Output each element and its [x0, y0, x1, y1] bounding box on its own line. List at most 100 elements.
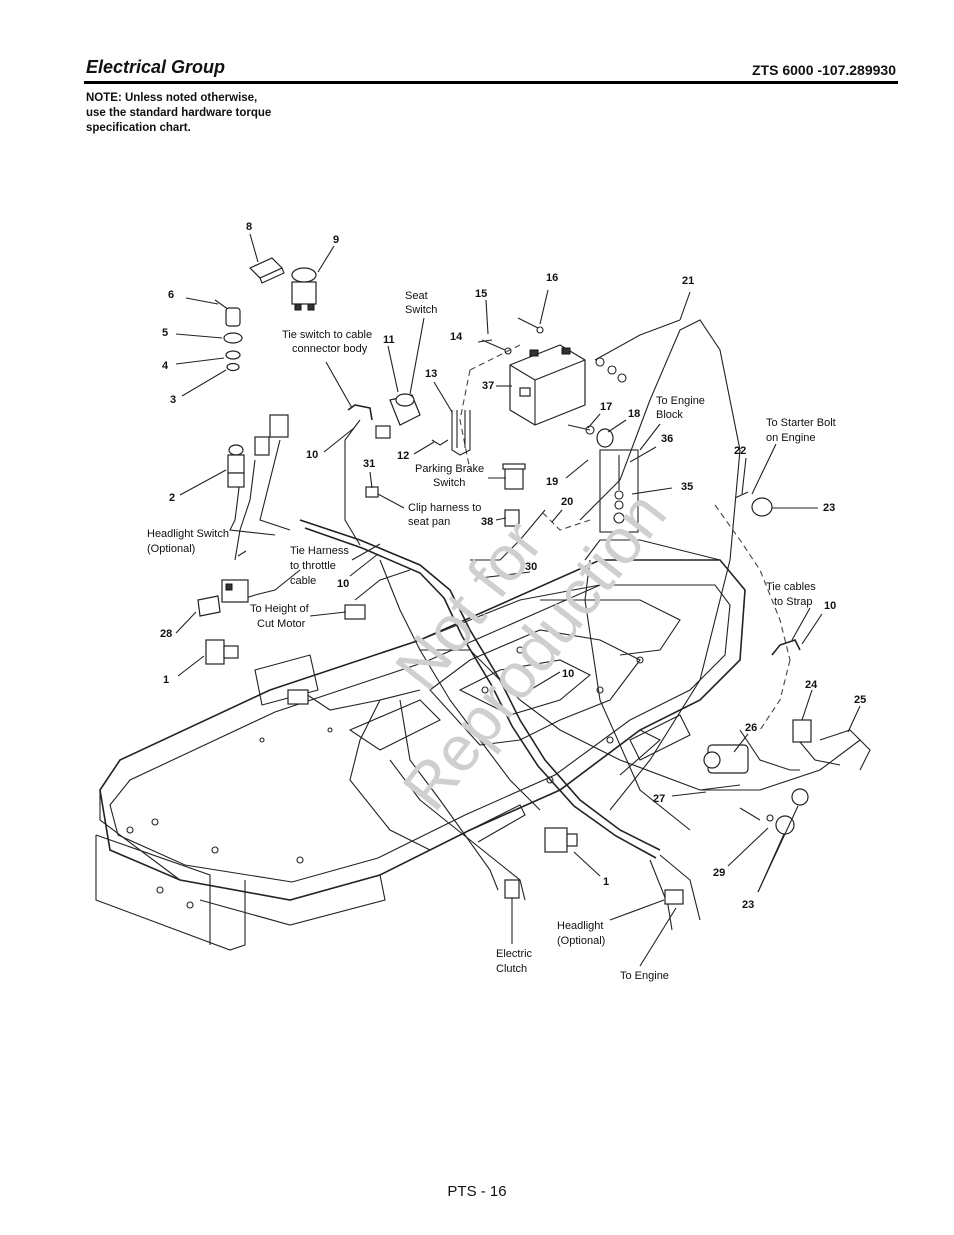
label-tie-harness: Tie Harness: [290, 545, 349, 557]
callout: 19: [546, 476, 558, 488]
fuse-holder-24-25: [792, 719, 841, 766]
parking-brake-switch: [502, 463, 526, 490]
wire-harness: [229, 319, 871, 931]
callout: 25: [854, 694, 866, 706]
label-starter-bolt: on Engine: [766, 432, 816, 444]
label-tie-switch: connector body: [292, 343, 368, 355]
strap-10c: [771, 639, 801, 656]
text-labels: Seat Switch Tie switch to cable connecto…: [147, 290, 836, 982]
page-number: PTS - 16: [447, 1183, 507, 1200]
solenoid-26: [703, 744, 749, 774]
callout: 27: [653, 793, 665, 805]
label-headlight: Headlight: [557, 920, 603, 932]
callout: 18: [628, 408, 640, 420]
callout: 29: [713, 867, 725, 879]
callout: 28: [160, 628, 172, 640]
callout: 23: [823, 502, 835, 514]
spring-12: [431, 439, 449, 446]
callout: 20: [561, 496, 573, 508]
callout: 2: [169, 492, 175, 504]
callout: 10: [824, 600, 836, 612]
headlight-1b: [544, 827, 578, 853]
callout: 10: [562, 668, 574, 680]
callout-numbers: 8 9 6 5 4 3 2 28 1 11 13 10 12 31 38 14 …: [160, 221, 866, 911]
ignition-key-6: [214, 299, 241, 327]
callout: 16: [546, 272, 558, 284]
label-engine-block: Block: [656, 409, 683, 421]
watermark: Not for Reproduction: [381, 479, 680, 823]
headlight-switch: [221, 579, 249, 603]
page-title: Electrical Group: [86, 57, 226, 77]
brake-switch-bracket-13: [451, 410, 471, 456]
battery-terminal-17-18: [567, 424, 614, 448]
callout: 36: [661, 433, 673, 445]
callout: 6: [168, 289, 174, 301]
callout: 3: [170, 394, 176, 406]
washers-3-4-5: [223, 332, 243, 372]
callout: 10: [306, 449, 318, 461]
key-plate-8: [248, 257, 285, 284]
connectors-top: [254, 414, 289, 456]
callout: 21: [682, 275, 694, 287]
starter-terminal-22-23: [734, 491, 773, 517]
label-tie-harness: cable: [290, 575, 316, 587]
seat-switch-11: [375, 393, 421, 439]
label-engine-block: To Engine: [656, 395, 705, 407]
callout: 22: [734, 445, 746, 457]
callout: 17: [600, 401, 612, 413]
label-seat-switch: Seat: [405, 290, 428, 302]
callout: 1: [163, 674, 169, 686]
boots-23-29: [699, 784, 809, 835]
callout: 14: [450, 331, 463, 343]
cable-bolts-21: [595, 357, 627, 383]
mower-frame: [95, 539, 746, 951]
label-tie-harness: to throttle: [290, 560, 336, 572]
leader-lines: [175, 233, 861, 967]
label-to-engine: To Engine: [620, 970, 669, 982]
label-headlight: (Optional): [557, 935, 605, 947]
label-parking-brake: Switch: [433, 477, 465, 489]
callout: 4: [162, 360, 169, 372]
pto-switch-9: [291, 267, 317, 311]
callout: 9: [333, 234, 339, 246]
callout: 37: [482, 380, 494, 392]
label-clip-harness: Clip harness to: [408, 502, 481, 514]
label-seat-switch: Switch: [405, 304, 437, 316]
callout: 11: [383, 334, 395, 346]
label-starter-bolt: To Starter Bolt: [766, 417, 836, 429]
torque-note: NOTE: Unless noted otherwise, use the st…: [86, 91, 306, 136]
connectors-bottom: [287, 604, 684, 905]
label-headlight-switch: (Optional): [147, 543, 195, 555]
label-height-of-cut: To Height of: [250, 603, 310, 615]
battery-37: [509, 344, 586, 426]
callout: 13: [425, 368, 437, 380]
note-line: specification chart.: [86, 122, 191, 134]
callout: 23: [742, 899, 754, 911]
header-divider: [84, 81, 898, 84]
headlight-1: [205, 639, 239, 665]
clip-31: [365, 486, 379, 498]
callout: 1: [603, 876, 609, 888]
model-number: ZTS 6000 -107.289930: [752, 62, 896, 78]
label-tie-switch: Tie switch to cable: [282, 329, 372, 341]
label-electric-clutch: Clutch: [496, 963, 527, 975]
rocker-switch-28: [197, 595, 221, 617]
callout: 5: [162, 327, 168, 339]
label-headlight-switch: Headlight Switch: [147, 528, 229, 540]
callout: 24: [805, 679, 818, 691]
note-line: use the standard hardware torque: [86, 107, 272, 119]
callout: 35: [681, 481, 693, 493]
dashed-routing: [459, 344, 791, 731]
label-tie-cables: to Strap: [774, 596, 813, 608]
callout: 38: [481, 516, 493, 528]
callout: 10: [337, 578, 349, 590]
callout: 30: [525, 561, 537, 573]
callout: 12: [397, 450, 409, 462]
callout: 8: [246, 221, 252, 233]
label-tie-cables: Tie cables: [766, 581, 816, 593]
callout: 15: [475, 288, 487, 300]
label-height-of-cut: Cut Motor: [257, 618, 306, 630]
battery-hold-down-14-15-16: [481, 317, 544, 355]
callout: 31: [363, 458, 375, 470]
